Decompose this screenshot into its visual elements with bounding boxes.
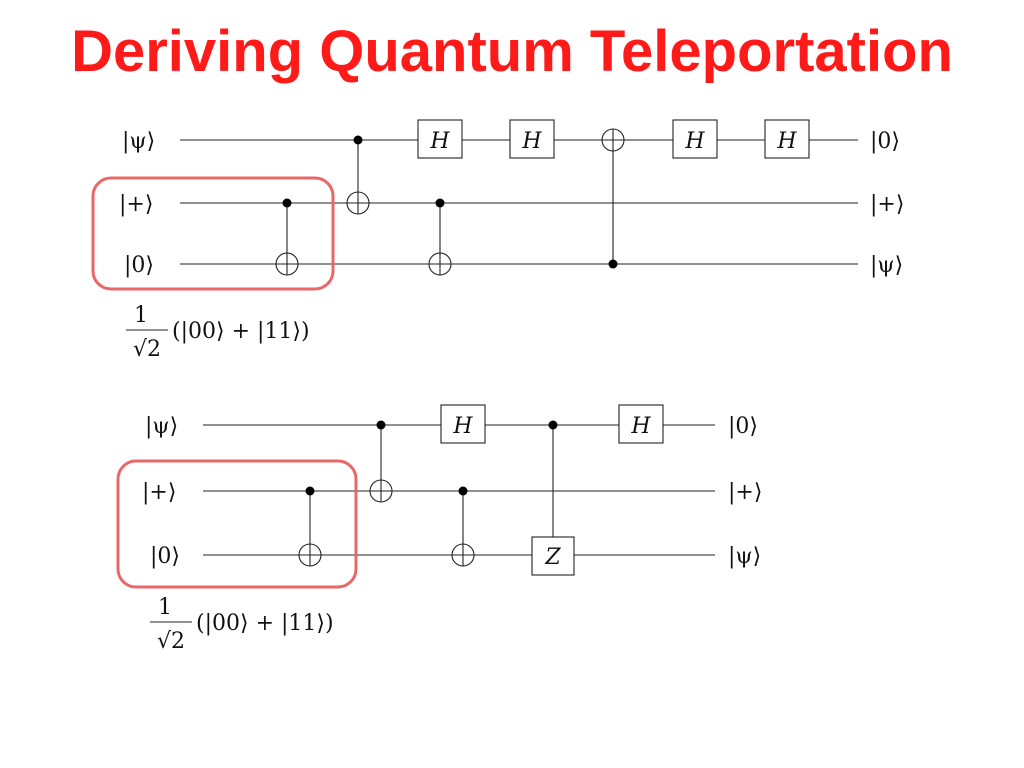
svg-text:H: H: [684, 129, 705, 154]
top-bell-state-formula: 1 √2 (|00⟩ + |11⟩): [126, 303, 310, 362]
svg-text:(|00⟩ + |11⟩): (|00⟩ + |11⟩): [172, 319, 310, 344]
top-input-label-2: |+⟩: [119, 192, 153, 217]
top-output-label-2: |+⟩: [870, 192, 904, 217]
bottom-controlled-z: Z: [531, 420, 575, 576]
top-cnot-4: [601, 128, 625, 269]
svg-text:√2: √2: [157, 629, 185, 654]
bottom-output-label-1: |0⟩: [728, 414, 758, 439]
control-dot: [282, 198, 292, 208]
svg-text:H: H: [521, 129, 542, 154]
svg-text:H: H: [452, 414, 473, 439]
bottom-output-label-2: |+⟩: [728, 480, 762, 505]
svg-text:1: 1: [134, 303, 148, 328]
svg-text:H: H: [630, 414, 651, 439]
bottom-circuit: |ψ⟩ |+⟩ |0⟩ |0⟩ |+⟩ |ψ⟩ H: [116, 404, 762, 654]
svg-text:1: 1: [158, 595, 172, 620]
bottom-cnot-3: [451, 486, 475, 567]
top-output-label-1: |0⟩: [870, 129, 900, 154]
control-dot: [305, 486, 315, 496]
control-dot: [608, 259, 618, 269]
slide-title: Deriving Quantum Teleportation: [71, 19, 953, 84]
control-dot: [376, 420, 386, 430]
top-h-gate-4: H: [764, 119, 810, 159]
control-dot: [458, 486, 468, 496]
top-cnot-2: [346, 135, 370, 215]
top-circuit: |ψ⟩ |+⟩ |0⟩ |0⟩ |+⟩ |ψ⟩ H: [91, 119, 904, 362]
bottom-h-gate-1: H: [440, 404, 486, 444]
svg-text:Z: Z: [544, 545, 561, 570]
top-input-label-1: |ψ⟩: [122, 129, 155, 154]
z-gate: [531, 536, 575, 576]
bottom-bell-state-formula: 1 √2 (|00⟩ + |11⟩): [150, 595, 334, 654]
control-dot: [548, 420, 558, 430]
bottom-input-label-3: |0⟩: [150, 544, 180, 569]
bottom-bell-pair-highlight: [116, 459, 358, 589]
top-cnot-3: [428, 198, 452, 276]
bottom-cnot-2: [369, 420, 393, 503]
bottom-output-label-3: |ψ⟩: [728, 544, 761, 569]
top-bell-pair-highlight: [91, 176, 335, 291]
bottom-cnot-bell: [298, 486, 322, 567]
control-dot: [353, 135, 363, 145]
svg-text:√2: √2: [133, 337, 161, 362]
top-h-gate-1: H: [417, 119, 463, 159]
top-cnot-bell: [275, 198, 299, 276]
top-input-label-3: |0⟩: [124, 253, 154, 278]
control-dot: [435, 198, 445, 208]
top-output-label-3: |ψ⟩: [870, 253, 903, 278]
bottom-h-gate-2: H: [618, 404, 664, 444]
bottom-input-label-1: |ψ⟩: [145, 414, 178, 439]
svg-text:H: H: [429, 129, 450, 154]
top-h-gate-3: H: [672, 119, 718, 159]
top-h-gate-2: H: [509, 119, 555, 159]
svg-text:(|00⟩ + |11⟩): (|00⟩ + |11⟩): [196, 611, 334, 636]
bottom-input-label-2: |+⟩: [142, 480, 176, 505]
svg-text:H: H: [776, 129, 797, 154]
